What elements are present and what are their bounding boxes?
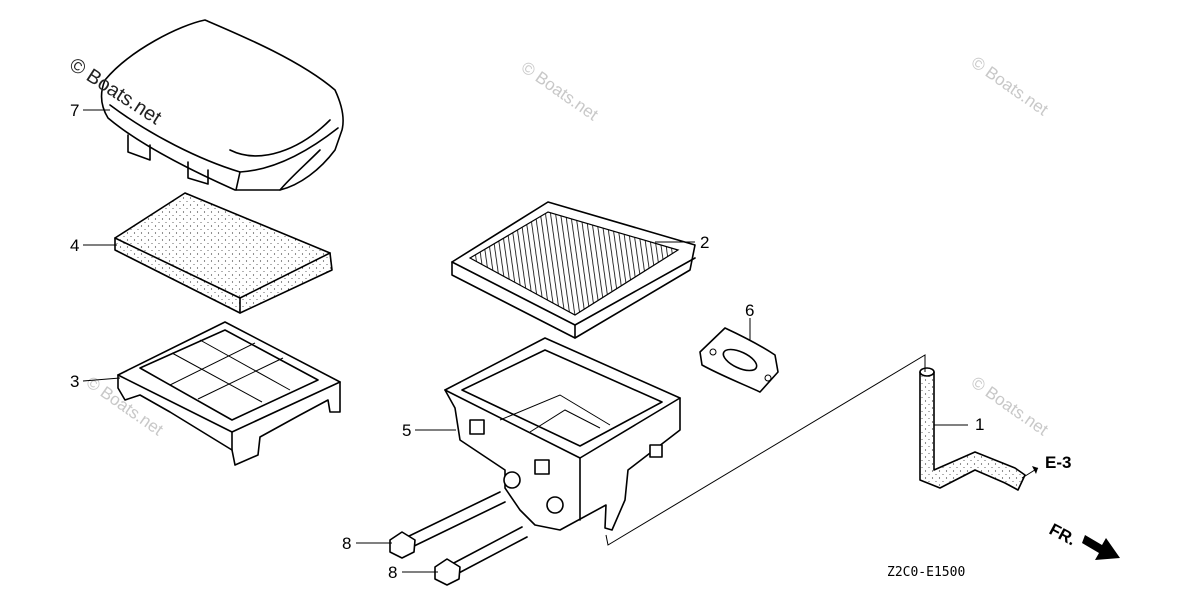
part-foam-element <box>114 192 333 314</box>
tube-connection-line <box>605 354 926 546</box>
callout-2: 2 <box>700 233 709 252</box>
reference-e3: E-3 <box>1021 453 1071 479</box>
watermark-text: © Boats.net <box>518 58 602 125</box>
callout-8-lower: 8 <box>388 563 397 582</box>
part-bolt-upper <box>389 491 506 559</box>
part-gasket <box>699 327 779 393</box>
part-breather-tube <box>919 367 1026 491</box>
part-paper-filter <box>451 201 696 339</box>
callout-6: 6 <box>745 301 754 320</box>
callout-4: 4 <box>70 236 79 255</box>
part-air-cleaner-cover <box>100 19 344 191</box>
part-bolt-lower <box>434 526 528 586</box>
front-label: FR. <box>1046 520 1079 550</box>
callout-8-upper: 8 <box>342 534 351 553</box>
front-arrow-icon <box>1082 535 1120 560</box>
callout-1: 1 <box>975 415 984 434</box>
part-air-cleaner-case <box>444 337 681 531</box>
part-element-grid <box>117 321 341 466</box>
callout-5: 5 <box>402 421 411 440</box>
callout-7: 7 <box>70 101 79 120</box>
callouts: 1 2 3 4 5 6 7 8 8 <box>70 101 984 582</box>
callout-leaders <box>82 109 968 573</box>
reference-e3-label: E-3 <box>1045 453 1071 472</box>
watermark-text: © Boats.net <box>968 53 1052 120</box>
callout-3: 3 <box>70 372 79 391</box>
diagram-code: Z2C0-E1500 <box>887 565 965 580</box>
front-direction: FR. <box>1046 520 1120 560</box>
